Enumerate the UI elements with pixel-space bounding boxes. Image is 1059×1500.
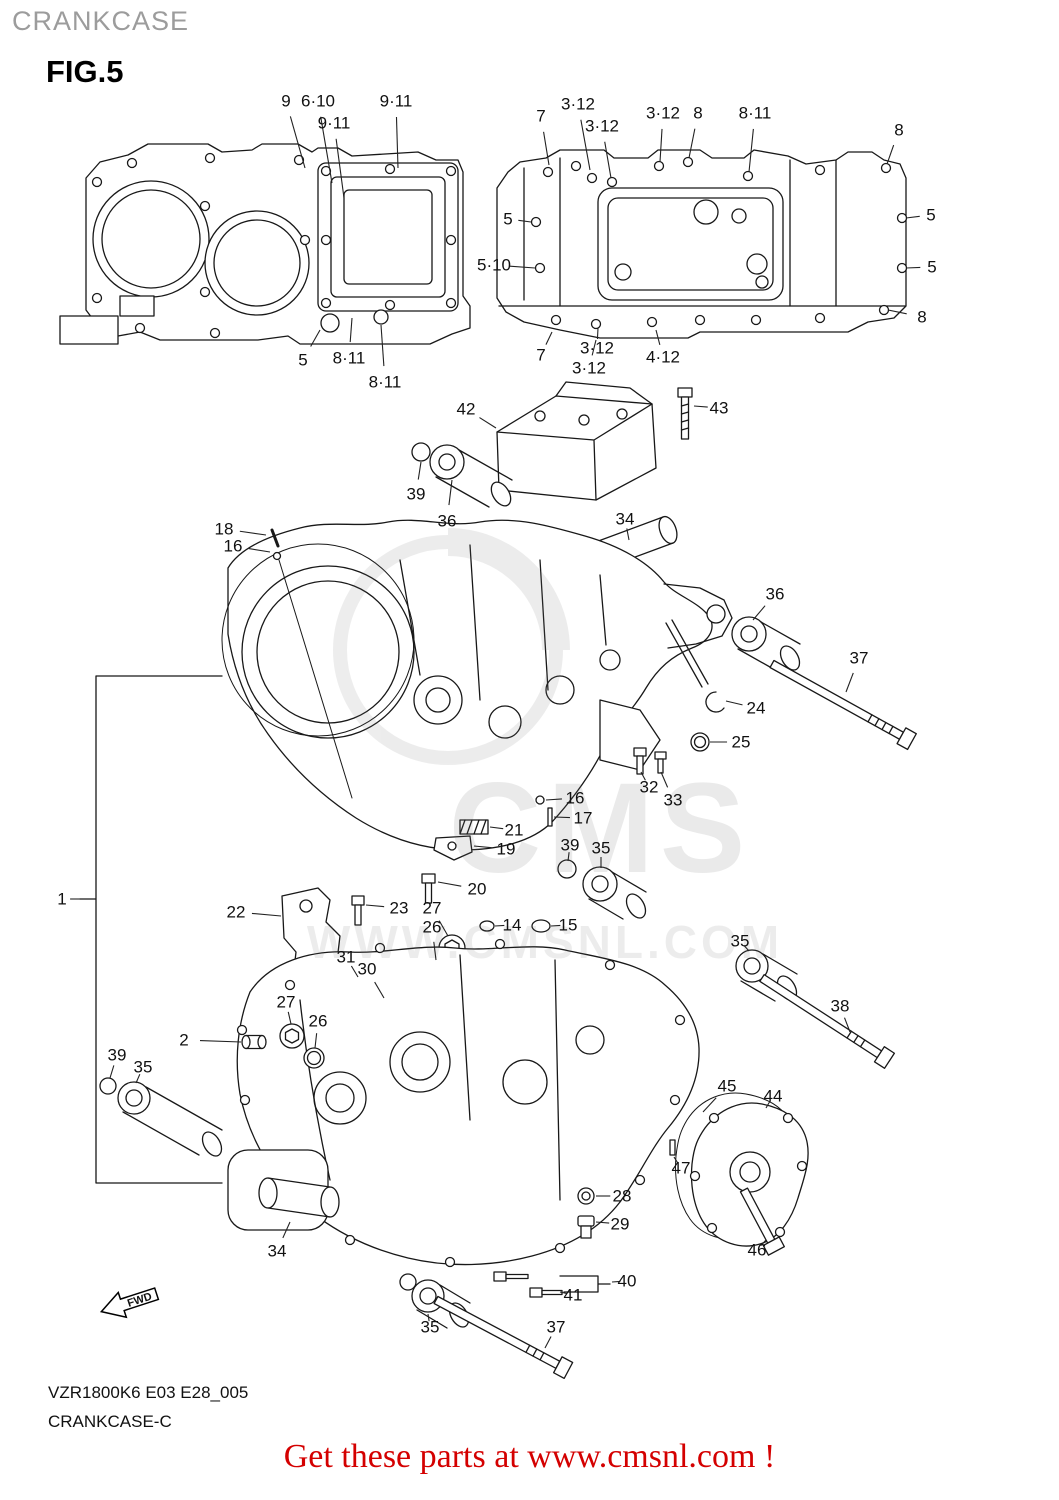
part-callout: 47: [671, 1158, 691, 1178]
part-callout: 9·11: [379, 91, 413, 111]
part-callout: 9: [281, 91, 291, 111]
watermark-swirl: [333, 528, 570, 765]
part-callout: 35: [420, 1317, 440, 1337]
part-callout: 16: [565, 788, 585, 808]
part-callout: 36: [437, 511, 457, 531]
part-callout: 5: [926, 205, 936, 225]
part-callout: 42: [456, 399, 476, 419]
part-callout: 5: [927, 257, 937, 277]
part-callout: 4·12: [645, 347, 681, 367]
part-callout: 7: [536, 106, 546, 126]
part-callout: 8·11: [738, 103, 772, 123]
cmsnl-promo-link[interactable]: Get these parts at www.cmsnl.com !: [283, 1438, 776, 1475]
part-callout: 14: [502, 915, 522, 935]
part-callout: 19: [496, 839, 516, 859]
figure-number: FIG.5: [46, 54, 124, 89]
part-callout: 15: [558, 915, 578, 935]
part-callout: 25: [731, 732, 751, 752]
part-callout: 40: [617, 1271, 637, 1291]
page-title: CRANKCASE: [12, 6, 190, 36]
part-callout: 9·11: [317, 113, 351, 133]
part-callout: 34: [267, 1241, 287, 1261]
part-callout: 31: [336, 947, 356, 967]
part-callout: 8·11: [332, 348, 366, 368]
model-code: VZR1800K6 E03 E28_005: [48, 1383, 249, 1402]
part-callout: 36: [765, 584, 785, 604]
part-callout: 34: [615, 509, 635, 529]
part-callout: 39: [560, 835, 580, 855]
part-callout: 39: [406, 484, 426, 504]
part-callout: 8: [894, 120, 904, 140]
part-callout: 39: [107, 1045, 127, 1065]
part-callout: 23: [389, 898, 409, 918]
part-callout: 8: [917, 307, 927, 327]
part-callout: 28: [612, 1186, 632, 1206]
part-callout: 43: [709, 398, 729, 418]
part-callout: 8: [693, 103, 703, 123]
part-callout: 26: [422, 917, 442, 937]
part-callout: 3·12: [579, 338, 615, 358]
part-callout: 33: [663, 790, 683, 810]
part-callout: 37: [546, 1317, 566, 1337]
part-callout: 45: [717, 1076, 737, 1096]
part-callout: 32: [639, 777, 659, 797]
part-callout: 29: [610, 1214, 630, 1234]
part-callout: 44: [763, 1086, 783, 1106]
part-callout: 37: [849, 648, 869, 668]
part-callout: 30: [357, 959, 377, 979]
part-callout: 8·11: [368, 372, 402, 392]
part-callout: 21: [504, 820, 524, 840]
part-callout: 6·10: [300, 91, 336, 111]
part-callout: 17: [573, 808, 593, 828]
part-callout: 35: [730, 931, 750, 951]
part-callout: 3·12: [560, 94, 596, 114]
part-callout: 3·12: [571, 358, 607, 378]
part-callout: 5·10: [476, 255, 512, 275]
part-callout: 7: [536, 345, 546, 365]
diagram-variant: CRANKCASE-C: [48, 1412, 172, 1431]
watermark-sub: WWW.CMSNL.COM: [307, 916, 783, 968]
part-callout: 27: [276, 992, 296, 1012]
part-callout: 27: [422, 898, 442, 918]
part-callout: 2: [179, 1030, 189, 1050]
part-callout: 18: [214, 519, 234, 539]
part-callout: 3·12: [584, 116, 620, 136]
part-callout: 24: [746, 698, 766, 718]
part-callout: 22: [226, 902, 246, 922]
part-callout: 3·12: [645, 103, 681, 123]
part-callout: 35: [133, 1057, 153, 1077]
part-callout: 38: [830, 996, 850, 1016]
part-callout: 41: [563, 1285, 583, 1305]
part-callout: 20: [467, 879, 487, 899]
part-callout: 26: [308, 1011, 328, 1031]
part-callout: 16: [223, 536, 243, 556]
part-callout: 46: [747, 1240, 767, 1260]
part-callout: 35: [591, 838, 611, 858]
part-callout: 5: [298, 350, 308, 370]
part-callout: 5: [503, 209, 513, 229]
part-callout: 1: [57, 889, 67, 909]
